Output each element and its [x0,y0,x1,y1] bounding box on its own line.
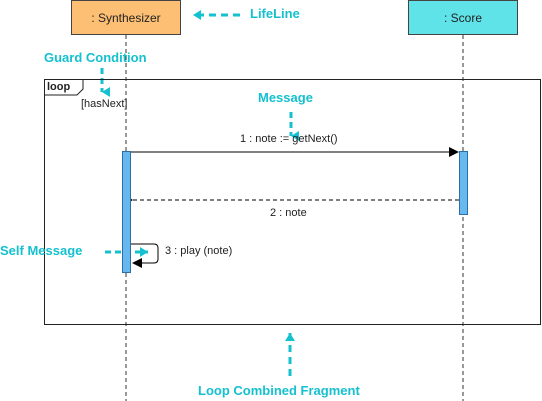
lifeline-score-head[interactable]: : Score [408,0,518,35]
message-get-next-label: 1 : note := getNext() [240,133,338,145]
lifeline-synthesizer-head[interactable]: : Synthesizer [71,0,181,35]
self-message-label: 3 : play (note) [165,245,233,257]
loop-fragment-callout-text: Loop Combined Fragment [198,383,360,398]
self-message-callout-text: Self Message [0,243,83,258]
loop-combined-fragment[interactable] [44,79,541,325]
guard-condition-callout-text: Guard Condition [44,50,147,65]
loop-tab-shape [44,79,84,96]
message-callout-text: Message [258,90,313,105]
score-activation-bar[interactable] [459,151,468,215]
loop-operator-label: loop [47,81,71,93]
synthesizer-activation-bar[interactable] [122,151,131,273]
lifeline-callout-text: LifeLine [250,6,300,21]
guard-condition-text: [hasNext] [81,98,128,110]
message-return-note-label: 2 : note [270,207,307,219]
self-message-arrow [131,243,159,268]
